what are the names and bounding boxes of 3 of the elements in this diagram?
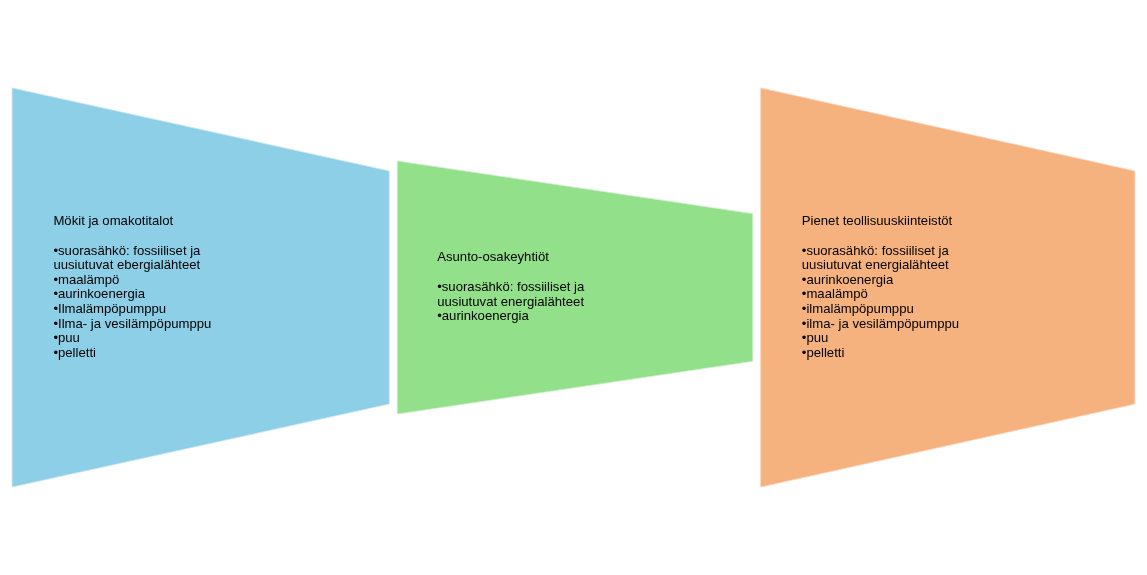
node-box: Pienet teollisuuskiinteistöt •suorasähkö: fossiiliset ja uusiutuvat energialähteet •aurinkoenergia •maalämpö •ilmalämpöpumppu •ilma- ja vesilämpöpumppu •puu •pelletti xyxy=(760,87,1136,488)
node-box: Mökit ja omakotitalot •suorasähkö: fossiiliset ja uusiutuvat ebergialähteet •maalämpö •aurinkoenergia •Ilmalämpöpumppu •Ilma- ja vesilämpöpumppu •puu •pelletti xyxy=(11,87,390,488)
node-box: Asunto-osakeyhtiöt •suorasähkö: fossiiliset ja uusiutuvat energialähteet •aurinkoenergia xyxy=(396,160,753,415)
